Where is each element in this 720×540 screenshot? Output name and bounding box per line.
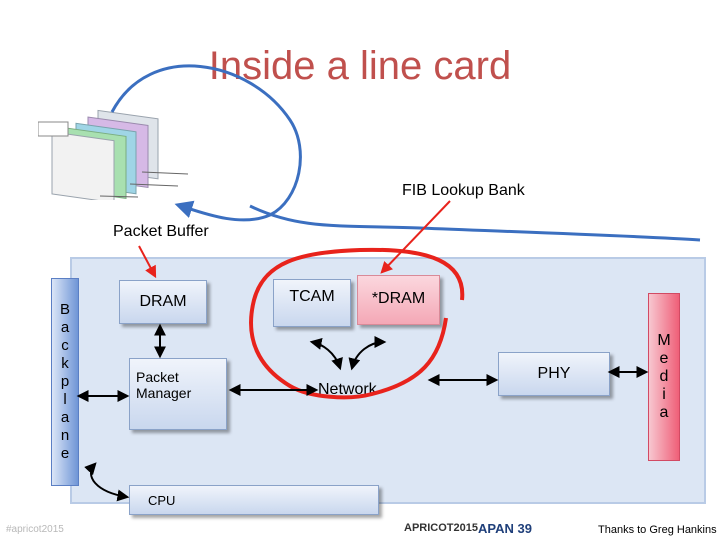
backplane-letter: n	[60, 427, 70, 444]
tcam-box: TCAM	[273, 279, 351, 327]
page-title: Inside a line card	[208, 44, 512, 88]
backplane-label: B a c k p l a n e	[52, 279, 78, 485]
backplane-letter: B	[59, 301, 70, 318]
backplane-letter: k	[61, 355, 69, 372]
phy-box: PHY	[498, 352, 610, 396]
apricot-logo: APRICOT2015	[404, 522, 478, 534]
backplane-bar: B a c k p l a n e	[51, 278, 79, 486]
credit-text: Thanks to Greg Hankins	[598, 524, 717, 536]
backplane-letter: l	[63, 391, 67, 408]
star-dram-box: *DRAM	[357, 275, 440, 325]
card-stack-thumbnail	[38, 109, 189, 200]
dram-box: DRAM	[119, 280, 207, 324]
media-label: M e d i a	[649, 294, 679, 460]
media-letter: a	[659, 404, 669, 421]
packet-buffer-label: Packet Buffer	[113, 223, 209, 240]
cpu-box: CPU	[129, 485, 379, 515]
apan-logo: APAN 39	[478, 521, 532, 536]
backplane-letter: a	[60, 319, 70, 336]
media-letter: M	[657, 332, 671, 349]
network-label: Network	[318, 381, 377, 398]
fib-lookup-bank-label: FIB Lookup Bank	[402, 182, 525, 199]
backplane-letter: e	[60, 445, 70, 462]
media-letter: i	[662, 386, 666, 403]
backplane-letter: c	[61, 337, 69, 354]
footer-watermark: #apricot2015	[6, 524, 64, 535]
packet-manager-box: Packet Manager	[129, 358, 227, 430]
blue-bracket	[249, 204, 701, 242]
media-letter: d	[659, 368, 669, 385]
backplane-letter: a	[60, 409, 70, 426]
media-letter: e	[659, 350, 669, 367]
media-bar: M e d i a	[648, 293, 680, 461]
backplane-letter: p	[60, 373, 70, 390]
